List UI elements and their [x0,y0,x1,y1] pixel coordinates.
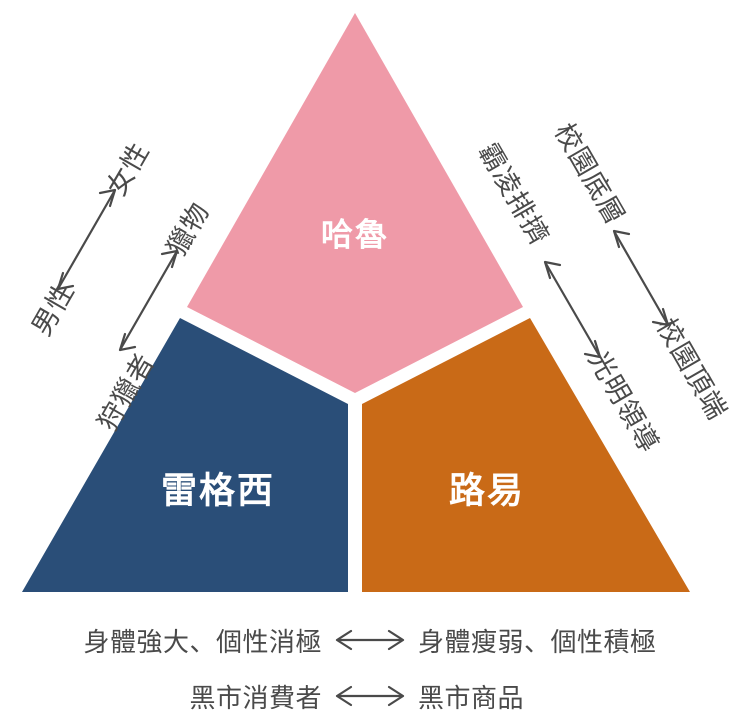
segment-right-shape[interactable] [362,318,690,592]
bottom-annotations: 身體強大、個性消極 身體瘦弱、個性積極 黑市消費者 黑市商品 [0,612,740,724]
double-arrow-icon [335,629,405,651]
left-inner-to-label: 獵物 [161,197,215,260]
right-outer-to-label: 校園頂端 [651,313,733,425]
segment-right-label: 路易 [449,470,525,511]
left-outer-arrow-icon [56,188,117,291]
segment-left-label: 雷格西 [161,470,275,511]
bottom-row-2: 黑市消費者 黑市商品 [0,668,740,724]
segment-top-label: 哈魯 [321,216,389,252]
right-inner-arrow-icon [543,260,602,359]
bottom-row2-right-label: 黑市商品 [418,682,525,713]
bottom-row1-right-label: 身體瘦弱、個性積極 [418,626,657,657]
left-inner-arrow-icon [118,249,179,352]
right-outer-from-label: 校園底層 [549,118,631,230]
bottom-row1-left-label: 身體強大、個性消極 [83,626,322,657]
bottom-row1-arrow-icon [322,627,418,653]
left-edge-outer-group: 男性 女性 [26,137,155,340]
bottom-row2-left-label: 黑市消費者 [189,682,322,713]
segment-top-shape[interactable] [187,13,523,393]
bottom-row2-arrow-icon [322,683,418,709]
right-edge-outer-group: 校園底層 校園頂端 [549,118,733,425]
right-outer-arrow-icon [612,229,670,327]
segment-left-shape[interactable] [22,318,348,592]
left-outer-to-label: 女性 [101,137,155,200]
double-arrow-icon [335,685,405,707]
right-inner-from-label: 霸凌排擠 [473,138,555,250]
bottom-row-1: 身體強大、個性消極 身體瘦弱、個性積極 [0,612,740,668]
